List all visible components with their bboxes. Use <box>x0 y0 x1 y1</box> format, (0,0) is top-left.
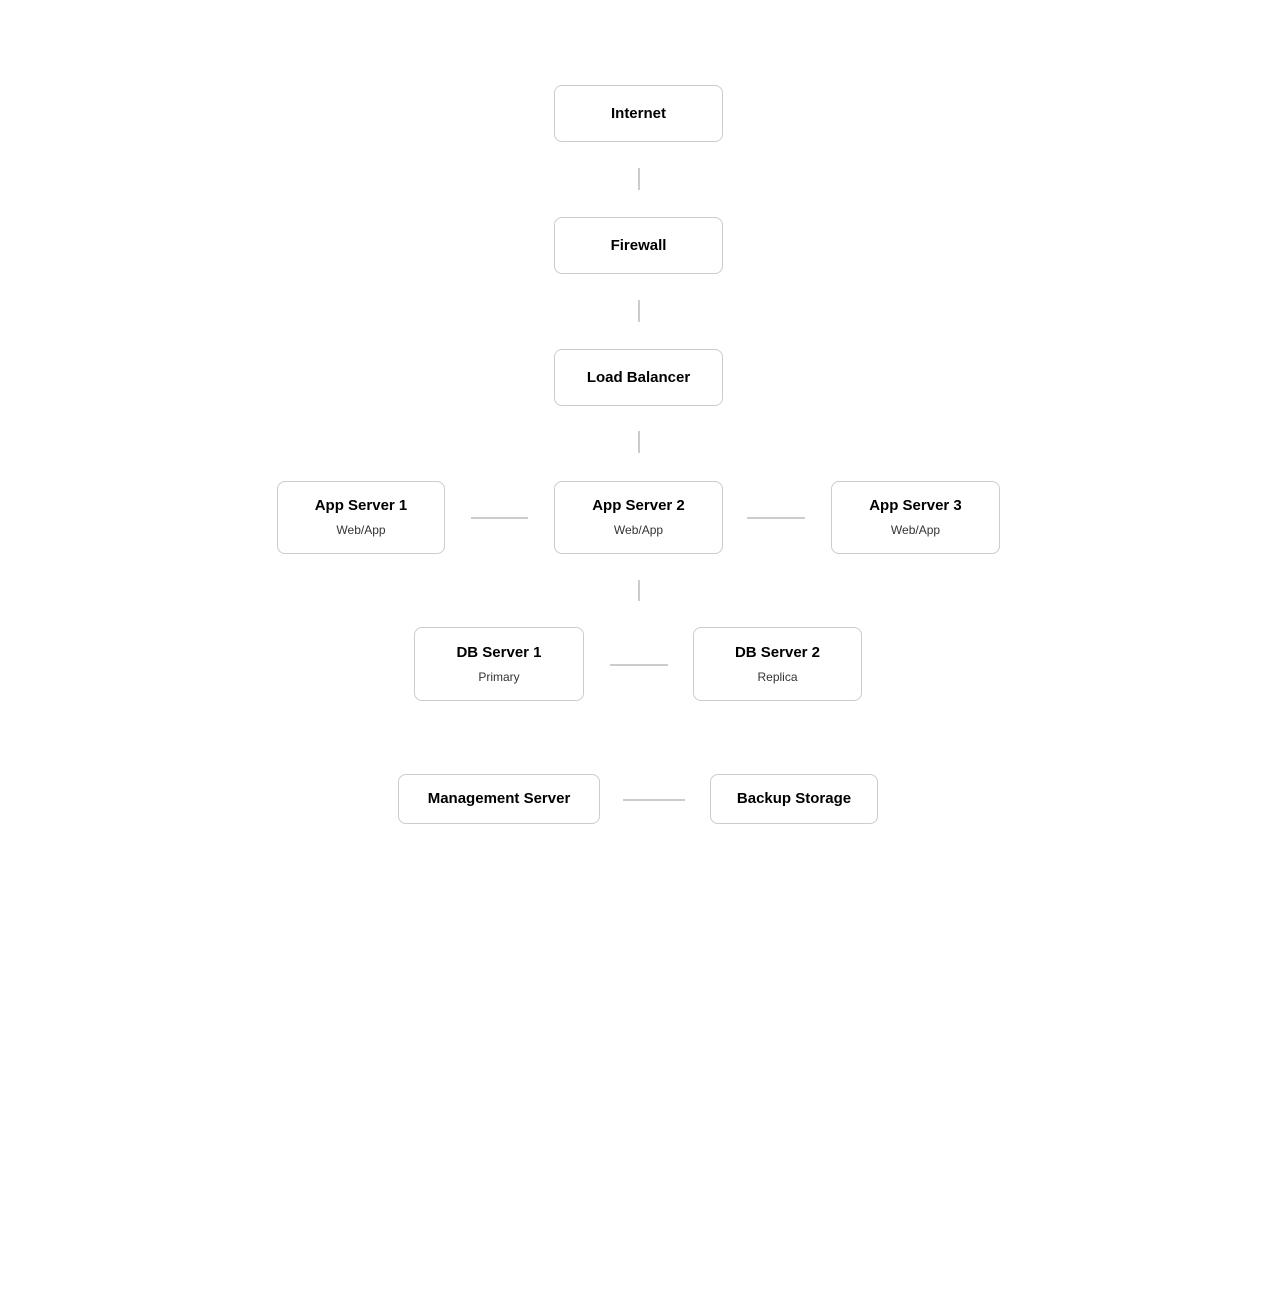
node-db-server-1: DB Server 1 Primary <box>414 627 584 701</box>
node-management-server-title: Management Server <box>427 790 571 807</box>
edge-management-backup <box>623 799 685 801</box>
node-firewall: Firewall <box>554 217 723 274</box>
node-backup-storage: Backup Storage <box>710 774 878 824</box>
node-app-server-1: App Server 1 Web/App <box>277 481 445 554</box>
edge-firewall-load-balancer <box>638 300 640 322</box>
node-db-server-2: DB Server 2 Replica <box>693 627 862 701</box>
node-internet: Internet <box>554 85 723 142</box>
node-app-server-2: App Server 2 Web/App <box>554 481 723 554</box>
edge-app-server-2-db-server-1 <box>638 580 640 601</box>
node-app-server-3-subtitle: Web/App <box>890 523 941 538</box>
edge-internet-firewall <box>638 168 640 190</box>
node-management-server: Management Server <box>398 774 600 824</box>
node-app-server-1-title: App Server 1 <box>314 497 408 515</box>
node-app-server-3: App Server 3 Web/App <box>831 481 1000 554</box>
edge-app-server-1-app-server-2 <box>471 517 528 519</box>
node-db-server-1-subtitle: Primary <box>478 669 520 684</box>
node-app-server-2-title: App Server 2 <box>592 497 685 515</box>
node-db-server-1-title: DB Server 1 <box>456 643 542 661</box>
node-app-server-1-subtitle: Web/App <box>336 523 386 538</box>
node-internet-title: Internet <box>610 104 666 122</box>
node-backup-storage-title: Backup Storage <box>736 790 852 807</box>
node-app-server-2-subtitle: Web/App <box>613 523 664 538</box>
node-firewall-title: Firewall <box>610 236 667 254</box>
node-load-balancer: Load Balancer <box>554 349 723 406</box>
node-app-server-3-title: App Server 3 <box>869 497 962 515</box>
node-db-server-2-title: DB Server 2 <box>734 643 821 661</box>
node-db-server-2-subtitle: Replica <box>757 669 798 684</box>
edge-load-balancer-app-server-2 <box>638 431 640 453</box>
node-load-balancer-title: Load Balancer <box>586 368 691 386</box>
edge-app-server-2-app-server-3 <box>747 517 805 519</box>
edge-db-server-1-db-server-2 <box>610 664 668 666</box>
